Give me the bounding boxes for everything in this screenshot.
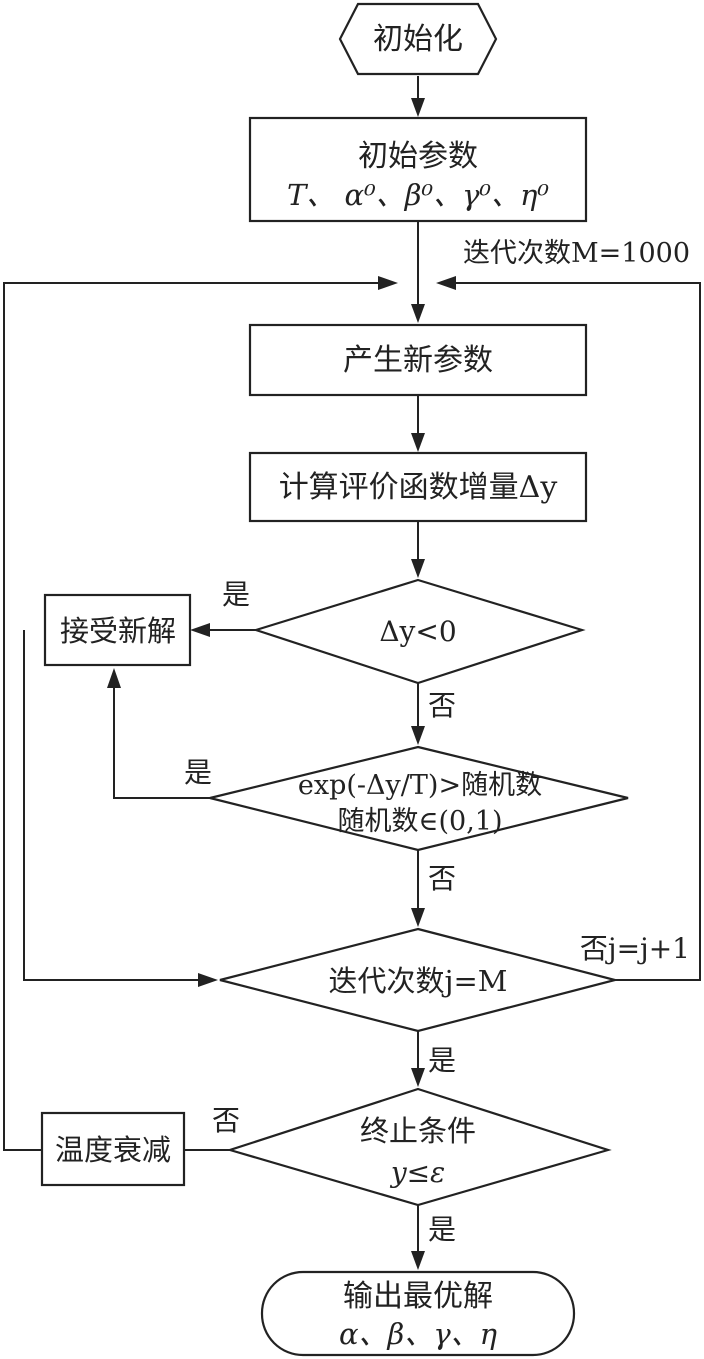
compute-text: 计算评价函数增量Δy (279, 470, 558, 505)
arrowhead-accept-1 (190, 623, 210, 637)
arrowhead-loop-left (378, 276, 398, 290)
generate-box (248, 323, 588, 397)
no-loop-label: 否j=j+1 (580, 932, 690, 965)
init-hexagon (338, 2, 498, 76)
yes-label-4: 是 (428, 1213, 456, 1246)
node-texts: 初始化 初始参数 T、 α⁰、β⁰、γ⁰、η⁰ 产生新参数 计算评价函数增量Δy… (55, 22, 557, 1351)
edge-cooling-loop (3, 282, 382, 1151)
arrowhead-output (411, 1251, 425, 1270)
params-list-text: T、 α⁰、β⁰、γ⁰、η⁰ (287, 178, 549, 212)
yes-label-1: 是 (222, 578, 250, 611)
arrowhead-cond2 (411, 726, 425, 745)
generate-text: 产生新参数 (343, 343, 493, 378)
cond4-diamond (226, 1087, 612, 1207)
cond2-diamond (209, 745, 629, 852)
no-label-2: 否 (428, 862, 456, 895)
cond3-text: 迭代次数j=M (329, 964, 508, 998)
arrowhead-cond1 (411, 559, 425, 578)
edge-labels: 迭代次数M=1000 是 否 是 否 否j=j+1 是 否 是 (184, 238, 690, 1246)
arrowheads (107, 98, 456, 1270)
output-line1-text: 输出最优解 (343, 1279, 493, 1314)
init-text: 初始化 (373, 22, 463, 57)
accept-text: 接受新解 (60, 614, 176, 648)
output-line2-text: α、β、γ、η (339, 1317, 498, 1351)
cond2-line1-text: exp(-Δy/T)>随机数 (298, 770, 542, 801)
yes-label-3: 是 (428, 1044, 456, 1077)
yes-label-2: 是 (184, 756, 212, 789)
connectors (3, 76, 701, 1255)
cond3-diamond (219, 927, 620, 1033)
shapes (40, 2, 629, 1357)
params-box (248, 116, 588, 223)
arrowhead-generate (411, 304, 425, 323)
cond1-diamond (252, 578, 586, 685)
edge-cond3-loop (452, 282, 701, 981)
output-terminal (260, 1270, 576, 1357)
params-title-text: 初始参数 (358, 139, 478, 174)
iterations-label: 迭代次数M=1000 (463, 238, 690, 269)
cond2-line2-text: 随机数∈(0,1) (338, 806, 503, 837)
cooling-text: 温度衰减 (55, 1133, 171, 1167)
arrowhead-compute (411, 433, 425, 452)
arrowhead-loop-right (436, 276, 456, 290)
no-label-1: 否 (428, 689, 456, 722)
cond1-text: Δy<0 (379, 615, 456, 648)
arrowhead-cond3-left (198, 973, 218, 987)
arrowhead-params (411, 98, 425, 117)
arrowhead-accept-2 (107, 668, 121, 688)
arrowhead-cond3 (411, 908, 425, 927)
no-label-3: 否 (212, 1104, 240, 1137)
cond4-line1-text: 终止条件 (360, 1114, 476, 1148)
arrowhead-cond4 (411, 1068, 425, 1087)
cooling-box (40, 1111, 186, 1187)
edge-accept-cond3 (23, 630, 202, 981)
compute-box (248, 451, 588, 523)
cond4-line2-text: y≤ε (389, 1156, 445, 1189)
edge-cond2-accept (113, 684, 210, 799)
accept-box (43, 593, 192, 667)
